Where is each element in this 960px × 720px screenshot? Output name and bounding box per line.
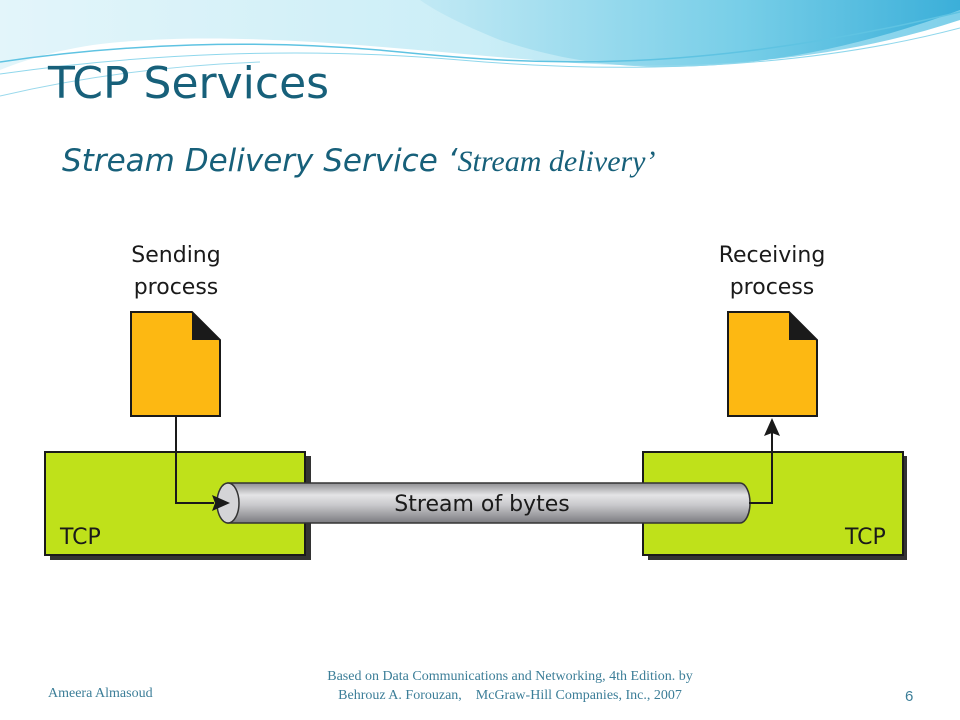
tcp-left-label: TCP [59,525,101,550]
slide-subtitle: Stream Delivery Service ‘Stream delivery… [62,143,656,179]
stream-label: Stream of bytes [394,492,569,517]
receiver-label-line2: process [730,275,815,300]
footer-citation-line1: Based on Data Communications and Network… [327,669,693,684]
page-number: 6 [905,688,914,705]
arrow-stream-to-receiver [749,418,780,504]
subtitle-serif: Stream delivery’ [457,145,656,178]
sender-label-line1: Sending [131,243,220,268]
tcp-right-label: TCP [844,525,886,550]
slide-title: TCP Services [48,58,330,109]
footer-citation: Based on Data Communications and Network… [240,667,780,705]
footer-citation-line2: Behrouz A. Forouzan, McGraw-Hill Compani… [338,688,682,703]
receiving-document-icon [727,311,818,417]
sender-label-line2: process [134,275,219,300]
stream-pipe: Stream of bytes [216,482,751,524]
subtitle-main: Stream Delivery Service ‘ [62,143,458,179]
receiver-label-line1: Receiving [719,243,826,268]
arrow-send-into-stream [175,416,230,511]
sending-document-icon [130,311,221,417]
footer-author: Ameera Almasoud [48,686,153,701]
wave-header-decoration [0,0,960,97]
